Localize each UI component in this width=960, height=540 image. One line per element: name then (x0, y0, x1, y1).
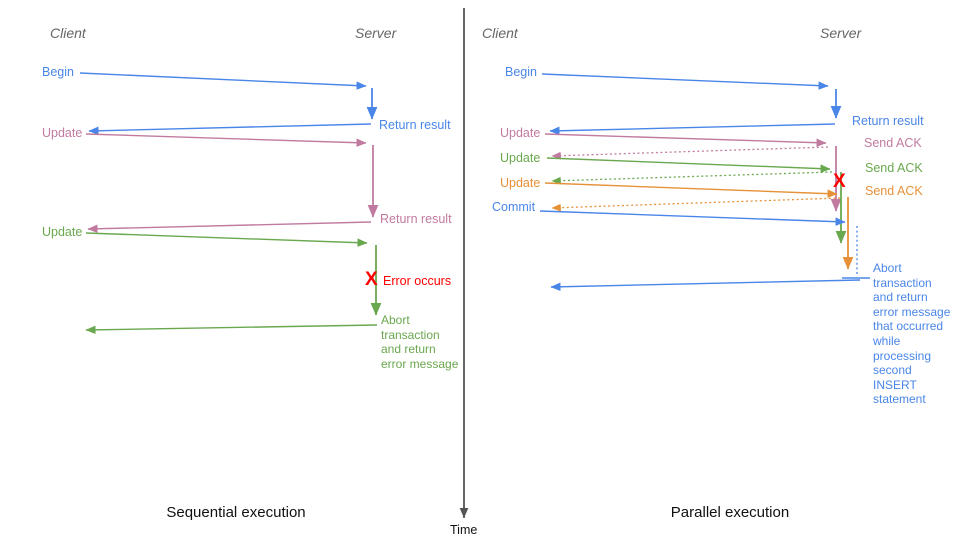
sequential-title: Sequential execution (166, 504, 306, 521)
seq-begin-label: Begin (42, 65, 74, 79)
seq-abort-note: Abort transaction and return error messa… (381, 313, 459, 371)
seq-begin-request-arrow (79, 72, 367, 90)
par-error-x-icon: X (833, 171, 846, 192)
time-axis-label: Time (450, 523, 478, 537)
par-commit-request-arrow (539, 210, 846, 226)
par-return-result-label: Return result (852, 114, 924, 128)
par-server-header: Server (820, 25, 862, 41)
par-abort-return-arrow (550, 279, 861, 292)
par-send-ack-3-label: Send ACK (865, 184, 923, 198)
par-send-ack-1-return-dotted (551, 146, 829, 160)
seq-update-1-label: Update (42, 126, 83, 140)
par-send-ack-3-return-dotted (551, 197, 841, 212)
par-update-1-label: Update (500, 126, 541, 140)
seq-error-label: Error occurs (383, 274, 452, 288)
seq-return-result-2-arrow (87, 221, 372, 234)
par-send-ack-1-label: Send ACK (864, 136, 922, 150)
par-client-header: Client (482, 25, 518, 41)
par-begin-label: Begin (505, 65, 537, 79)
seq-abort-return-arrow (85, 324, 378, 335)
par-abort-note: Abort transaction and return error messa… (873, 261, 951, 407)
seq-error-x-icon: X (365, 269, 378, 290)
par-update-3-label: Update (500, 176, 541, 190)
par-begin-request-arrow (541, 73, 829, 90)
seq-return-result-2-label: Return result (380, 212, 452, 226)
seq-return-result-1-label: Return result (379, 118, 451, 132)
parallel-title: Parallel execution (670, 504, 790, 521)
seq-server-header: Server (355, 25, 397, 41)
seq-update-2-label: Update (42, 225, 83, 239)
par-return-result-arrow (549, 123, 836, 136)
seq-update-2-request-arrow (85, 232, 368, 247)
seq-return-result-1-arrow (88, 123, 372, 136)
par-update-3-request-arrow (544, 182, 838, 198)
par-send-ack-2-return-dotted (551, 171, 833, 185)
par-update-2-label: Update (500, 151, 541, 165)
par-commit-label: Commit (492, 200, 536, 214)
par-update-1-request-arrow (544, 133, 827, 147)
seq-client-header: Client (50, 25, 86, 41)
seq-update-1-request-arrow (85, 133, 367, 147)
par-update-2-request-arrow (546, 157, 831, 173)
par-send-ack-2-label: Send ACK (865, 161, 923, 175)
